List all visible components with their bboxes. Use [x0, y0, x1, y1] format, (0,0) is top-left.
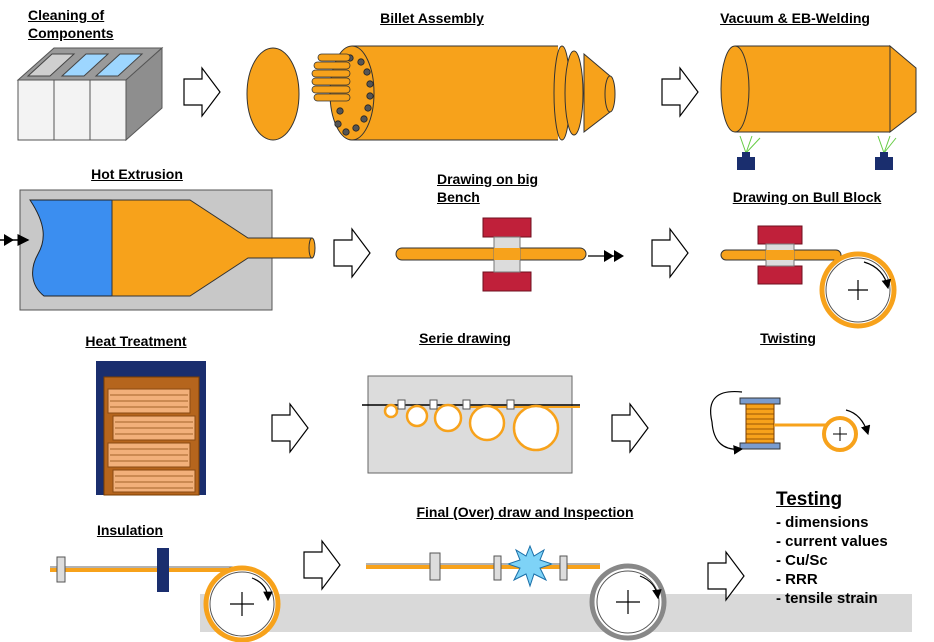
testing-title: Testing [776, 489, 843, 510]
label-vacuum-welding: Vacuum & EB-Welding [720, 10, 870, 26]
label-final-draw: Final (Over) draw and Inspection [416, 504, 634, 520]
testing-item: current values [776, 532, 888, 551]
label-twisting: Twisting [760, 330, 816, 346]
label-billet-assembly: Billet Assembly [380, 10, 484, 26]
heat-treatment-oven [96, 361, 206, 496]
serie-drawing-machine [362, 375, 580, 474]
flow-arrow [183, 66, 221, 118]
twisting-machine [710, 390, 871, 455]
flow-arrow [303, 539, 341, 591]
hot-extrusion-press [0, 189, 316, 311]
bull-block-drawing [720, 225, 897, 329]
label-insulation: Insulation [96, 522, 164, 538]
flow-arrow [651, 227, 689, 279]
flow-arrow [611, 402, 649, 454]
testing-list: dimensions current values Cu/Sc RRR tens… [776, 513, 888, 608]
flow-arrow [333, 227, 371, 279]
label-big-bench: Drawing on big Bench [437, 171, 539, 205]
label-cleaning: Cleaning of Components [28, 7, 114, 41]
flow-arrow [271, 402, 309, 454]
label-heat-treatment: Heat Treatment [85, 333, 187, 349]
big-bench-drawing [395, 217, 624, 292]
welded-billet [720, 44, 917, 170]
label-bull-block: Drawing on Bull Block [732, 189, 882, 205]
flow-arrow [661, 66, 699, 118]
label-serie-drawing: Serie drawing [419, 330, 511, 346]
testing-item: tensile strain [776, 589, 888, 608]
cleaning-tanks [16, 46, 164, 142]
billet-assembly [246, 45, 616, 141]
testing-item: RRR [776, 570, 888, 589]
flow-arrow [707, 550, 745, 602]
final-draw-inspection [366, 544, 667, 641]
insulation-line [50, 548, 281, 642]
testing-item: dimensions [776, 513, 888, 532]
testing-item: Cu/Sc [776, 551, 888, 570]
label-hot-extrusion: Hot Extrusion [91, 166, 183, 182]
testing-block: Testing dimensions current values Cu/Sc … [776, 489, 888, 608]
